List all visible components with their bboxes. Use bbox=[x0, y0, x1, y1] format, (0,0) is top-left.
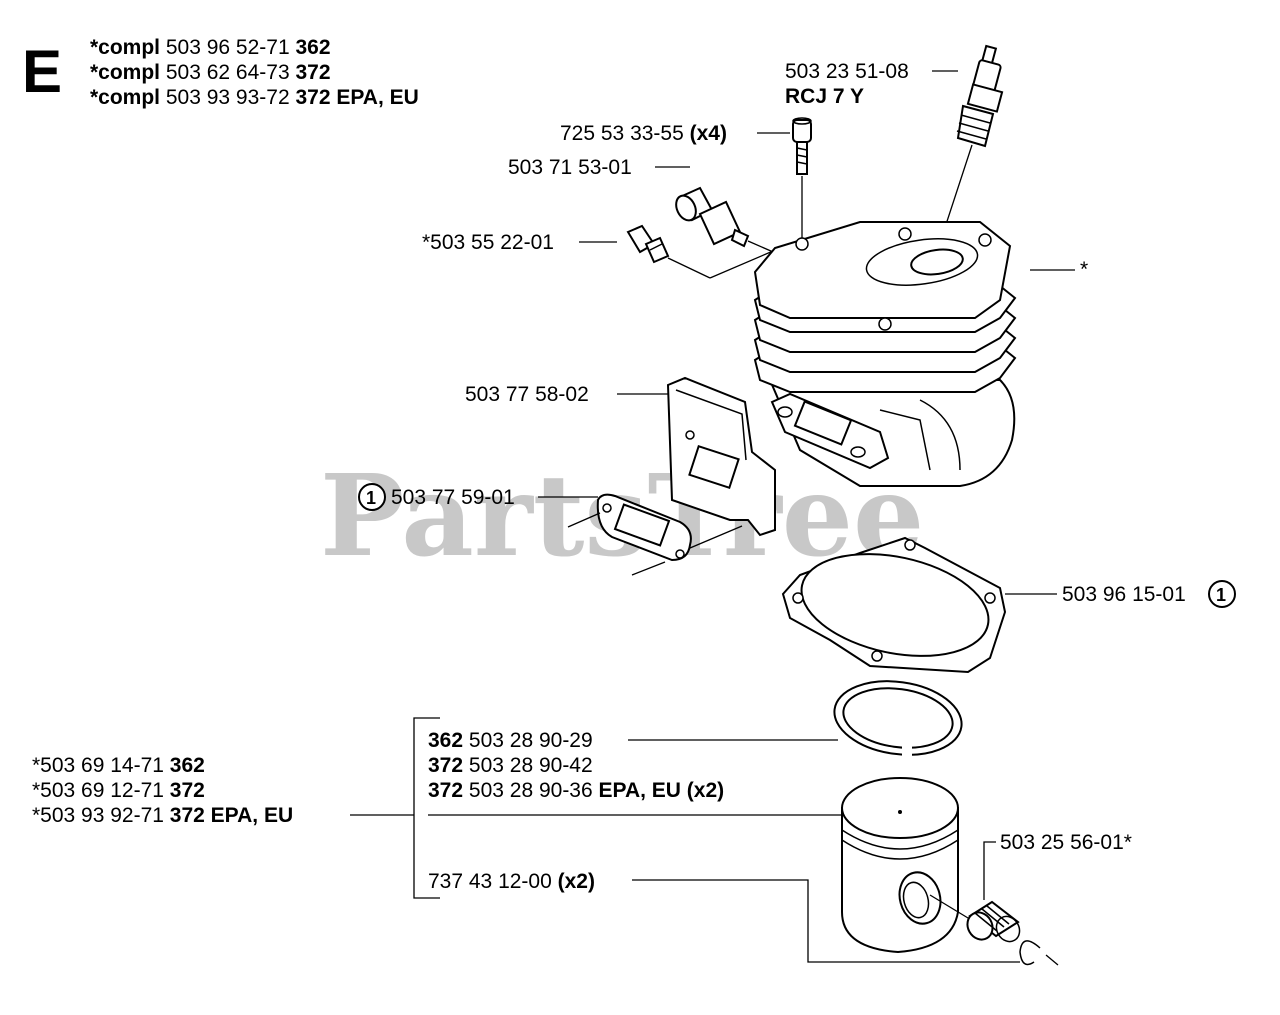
screw-label: 725 53 33-55 (x4) bbox=[560, 122, 727, 145]
circlip-label: 737 43 12-00 (x2) bbox=[428, 870, 595, 893]
piston-ring-line-1: 362 503 28 90-29 bbox=[428, 729, 593, 752]
group-bracket bbox=[413, 717, 440, 899]
svg-text:503 77 59-01: 503 77 59-01 bbox=[391, 486, 515, 509]
cylinder-gasket-label: 503 96 15-01 1 bbox=[1062, 580, 1236, 608]
muffler-gasket-label: 1 503 77 59-01 bbox=[358, 483, 515, 511]
muffler-gasket bbox=[567, 493, 743, 576]
piston-ring-line-3: 372 503 28 90-36 EPA, EU (x2) bbox=[428, 779, 724, 802]
svg-text:1: 1 bbox=[1216, 585, 1226, 605]
callout-1-circle bbox=[358, 483, 386, 511]
piston-ring bbox=[833, 680, 963, 758]
heat-shield-label: 503 77 58-02 bbox=[465, 383, 589, 406]
svg-text:1: 1 bbox=[366, 488, 376, 508]
plug-screw-label: *503 55 22-01 bbox=[422, 231, 554, 254]
spark-plug-type-label: RCJ 7 Y bbox=[785, 85, 864, 108]
circlip-leader bbox=[632, 879, 1020, 963]
piston bbox=[841, 777, 959, 954]
circlip bbox=[1019, 940, 1059, 966]
spark-plug bbox=[934, 44, 1004, 259]
piston-list: *503 69 14-71 362 *503 69 12-71 372 *503… bbox=[32, 754, 293, 827]
svg-text:503 96 15-01: 503 96 15-01 bbox=[1062, 583, 1186, 606]
piston-line-2: *503 69 12-71 372 bbox=[32, 779, 205, 802]
compl-line-3: *compl 503 93 93-72 372 EPA, EU bbox=[90, 86, 419, 109]
piston-line-3: *503 93 92-71 372 EPA, EU bbox=[32, 804, 293, 827]
piston-ring-line-2: 372 503 28 90-42 bbox=[428, 754, 593, 777]
needle-bearing bbox=[966, 900, 1021, 943]
cylinder bbox=[753, 221, 1017, 487]
piston-ring-list: 362 503 28 90-29 372 503 28 90-42 372 50… bbox=[428, 729, 724, 802]
heat-shield bbox=[666, 376, 776, 537]
cylinder-label: * bbox=[1080, 258, 1088, 281]
needle-bearing-label: 503 25 56-01* bbox=[1000, 831, 1132, 854]
cylinder-gasket bbox=[781, 536, 1007, 674]
piston-line-1: *503 69 14-71 362 bbox=[32, 754, 205, 777]
needle-bearing-leader bbox=[983, 841, 996, 900]
spark-plug-part-label: 503 23 51-08 bbox=[785, 60, 909, 83]
decomp-valve-label: 503 71 53-01 bbox=[508, 156, 632, 179]
screw bbox=[792, 117, 812, 240]
compl-line-1: *compl 503 96 52-71 362 bbox=[90, 36, 331, 59]
section-letter: E bbox=[22, 38, 62, 105]
compl-list: *compl 503 96 52-71 362 *compl 503 62 64… bbox=[90, 36, 419, 109]
plug-screw bbox=[626, 224, 781, 279]
callout-1-circle bbox=[1208, 580, 1236, 608]
decomp-valve bbox=[675, 186, 781, 256]
compl-line-2: *compl 503 62 64-73 372 bbox=[90, 61, 331, 84]
